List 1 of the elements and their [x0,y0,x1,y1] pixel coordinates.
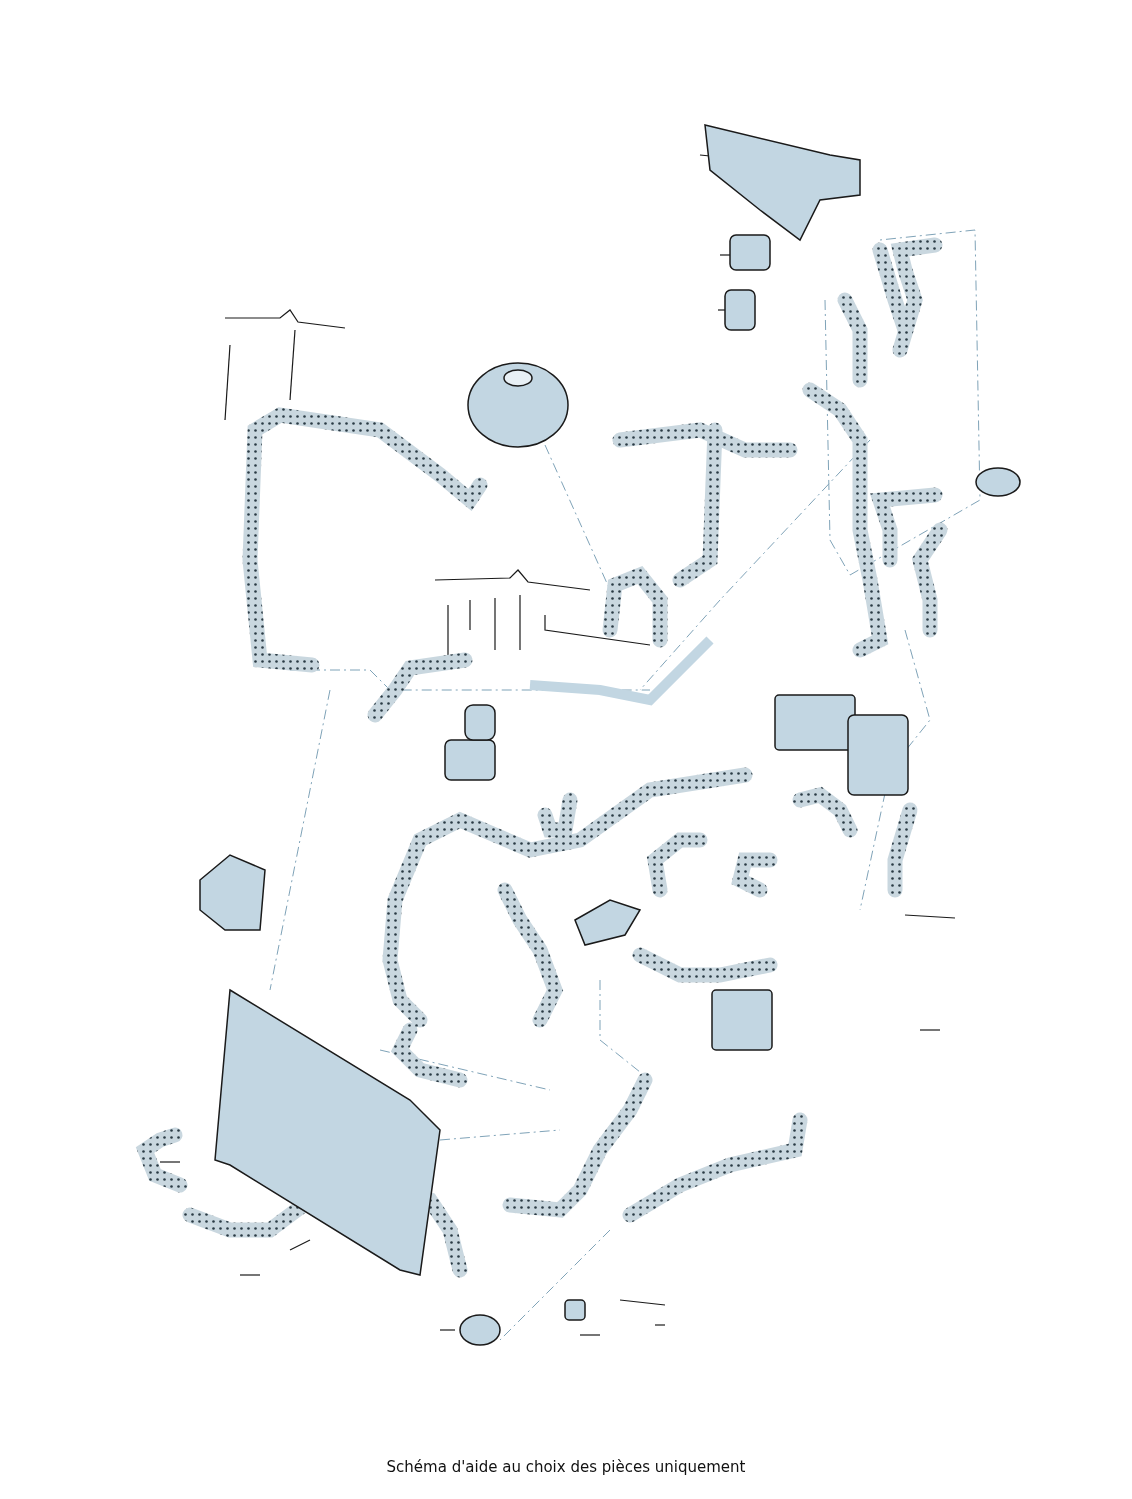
caption: Schéma d'aide au choix des pièces uniquement [385,1458,747,1476]
